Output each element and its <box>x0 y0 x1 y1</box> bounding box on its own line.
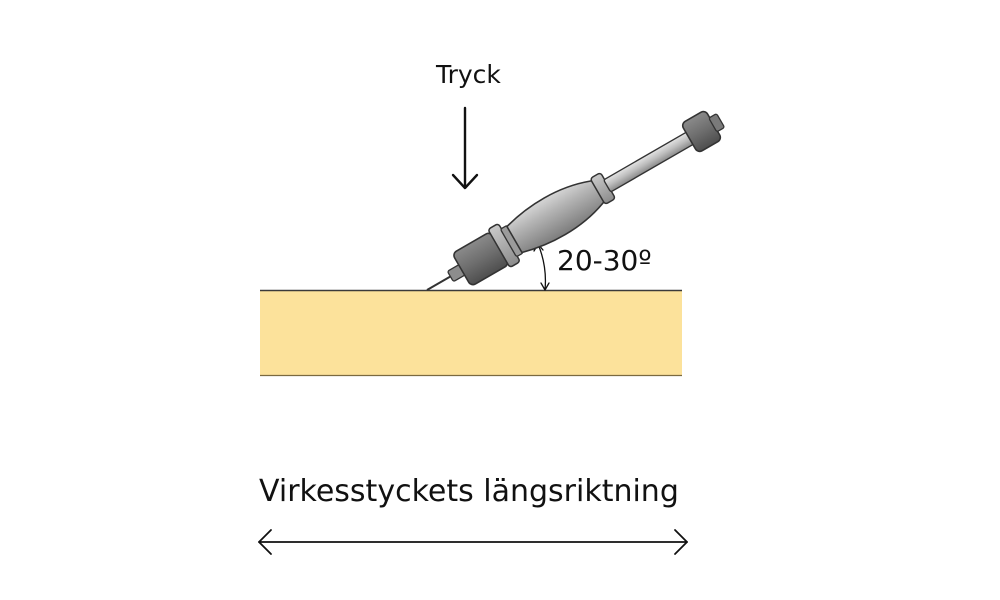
arrow-down-icon <box>451 106 479 190</box>
pressure-label: Tryck <box>436 60 501 89</box>
grain-direction-label: Virkesstyckets längsriktning <box>259 474 679 509</box>
angle-label: 20-30º <box>557 244 652 277</box>
angle-indicator <box>533 243 550 291</box>
moisture-meter-hammer-electrode-icon <box>426 110 725 291</box>
double-headed-arrow-icon <box>258 529 688 555</box>
wood-piece <box>260 290 682 376</box>
